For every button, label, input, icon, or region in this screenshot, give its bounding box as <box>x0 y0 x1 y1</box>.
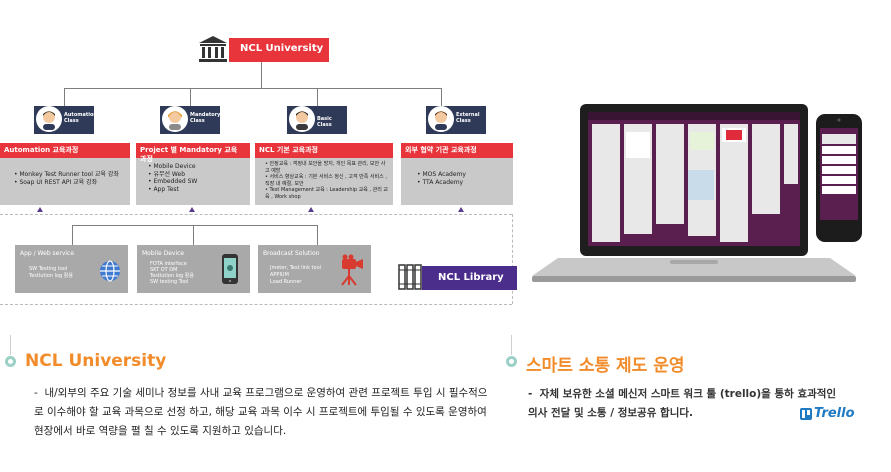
list-item: Mobile Device <box>148 163 242 171</box>
section-body-right: - 자체 보유한 소셜 메신저 스마트 워크 툴 (trello)을 통하 효과… <box>528 388 837 419</box>
library-card-broadcast: Broadcast Solution Jmeter, Test link too… <box>258 245 371 293</box>
arrow-up-icon <box>37 207 43 212</box>
library-card-app-web: App / Web service SW Testing tool Testlu… <box>15 245 128 293</box>
root-node <box>229 38 329 62</box>
arrow-up-icon <box>189 207 195 212</box>
bullet-circle-icon <box>506 356 517 367</box>
list-item: 안정교육 : 객정내 보안을 방지, 개인 목표 관리, 보안 사고 예방 <box>265 161 388 174</box>
library-icon <box>398 264 422 294</box>
section-title-left: NCL University <box>25 351 167 371</box>
list-item: Soap UI REST API 교육 강좌 <box>14 179 122 187</box>
list-item: Test Management 교육 : Leadership 교육 , 관리 … <box>265 187 388 200</box>
list-item: TTA Academy <box>417 179 505 187</box>
role-mandatory: Mandatory Class <box>160 106 220 134</box>
person-avatar <box>289 106 315 132</box>
list-item: App Test <box>148 186 242 194</box>
devices-illustration <box>530 100 890 290</box>
role-automation: Automation Class <box>34 106 97 134</box>
library-node <box>422 266 517 290</box>
role-basic: Basic Class <box>287 106 347 134</box>
dash: - <box>34 387 38 399</box>
library-node-label: NCL Library <box>438 272 504 283</box>
section-body-left: - 내/외부의 주요 기술 세미나 정보를 사내 교육 프로그램으로 운영하여 … <box>34 387 488 437</box>
card-external: 외부 협약 기관 교육과정 MOS Academy TTA Academy <box>401 143 513 205</box>
card-mandatory: Project 별 Mandatory 교육 과정 Mobile Device … <box>136 143 250 205</box>
library-card-mobile: Mobile Device FOTA interface SKT OT DM T… <box>137 245 250 293</box>
dash: - <box>528 388 533 400</box>
list-item: Monkey Test Runner tool 교육 강좌 <box>14 171 122 179</box>
role-external: External Class <box>426 106 486 134</box>
list-item: 유무선 Web <box>148 171 242 179</box>
bullet-circle-icon <box>5 356 16 367</box>
person-avatar <box>428 106 454 132</box>
list-item: 서비스 향상교육 : 기본 서비스 정신 , 고객 만족 서비스 , 직장 내 … <box>265 174 388 187</box>
card-basic: NCL 기본 교육과정 안정교육 : 객정내 보안을 방지, 개인 목표 관리,… <box>255 143 393 205</box>
list-item: Embedded SW <box>148 178 242 186</box>
root-node-label: NCL University <box>240 43 324 54</box>
arrow-up-icon <box>458 207 464 212</box>
camera-icon <box>338 254 366 290</box>
card-automation: Automation 교육과정 Monkey Test Runner tool … <box>0 143 130 205</box>
person-avatar <box>162 106 188 132</box>
smartphone-icon <box>219 253 241 289</box>
globe-icon <box>99 260 121 286</box>
arrow-up-icon <box>308 207 314 212</box>
person-avatar <box>36 106 62 132</box>
trello-icon <box>800 407 812 420</box>
list-item: MOS Academy <box>417 171 505 179</box>
section-title-right: 스마트 소통 제도 운영 <box>526 356 685 376</box>
trello-logo: Trello <box>800 406 855 421</box>
university-icon <box>198 35 228 63</box>
